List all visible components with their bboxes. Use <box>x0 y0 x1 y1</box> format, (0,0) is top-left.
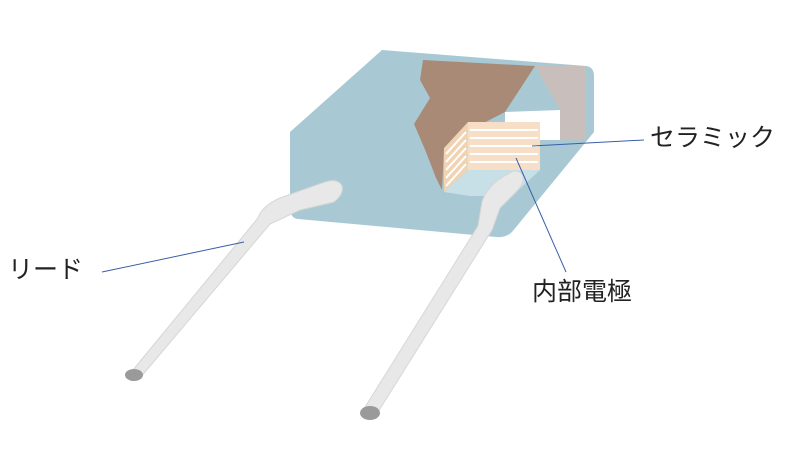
lead-left <box>127 180 343 382</box>
leader-line-lead <box>101 241 245 273</box>
label-ceramic: セラミック <box>650 123 776 152</box>
leader-line-internal-electrode <box>515 157 567 273</box>
lead-left-tip <box>125 369 143 381</box>
lead-right-tip <box>360 406 380 420</box>
label-internal-electrode: 内部電極 <box>532 277 633 306</box>
leader-line-ceramic <box>531 139 645 147</box>
cutaway-back-wall <box>535 66 586 140</box>
internal-electrode-lines <box>445 129 538 187</box>
label-lead: リード <box>8 255 84 284</box>
lead-right <box>361 170 524 417</box>
